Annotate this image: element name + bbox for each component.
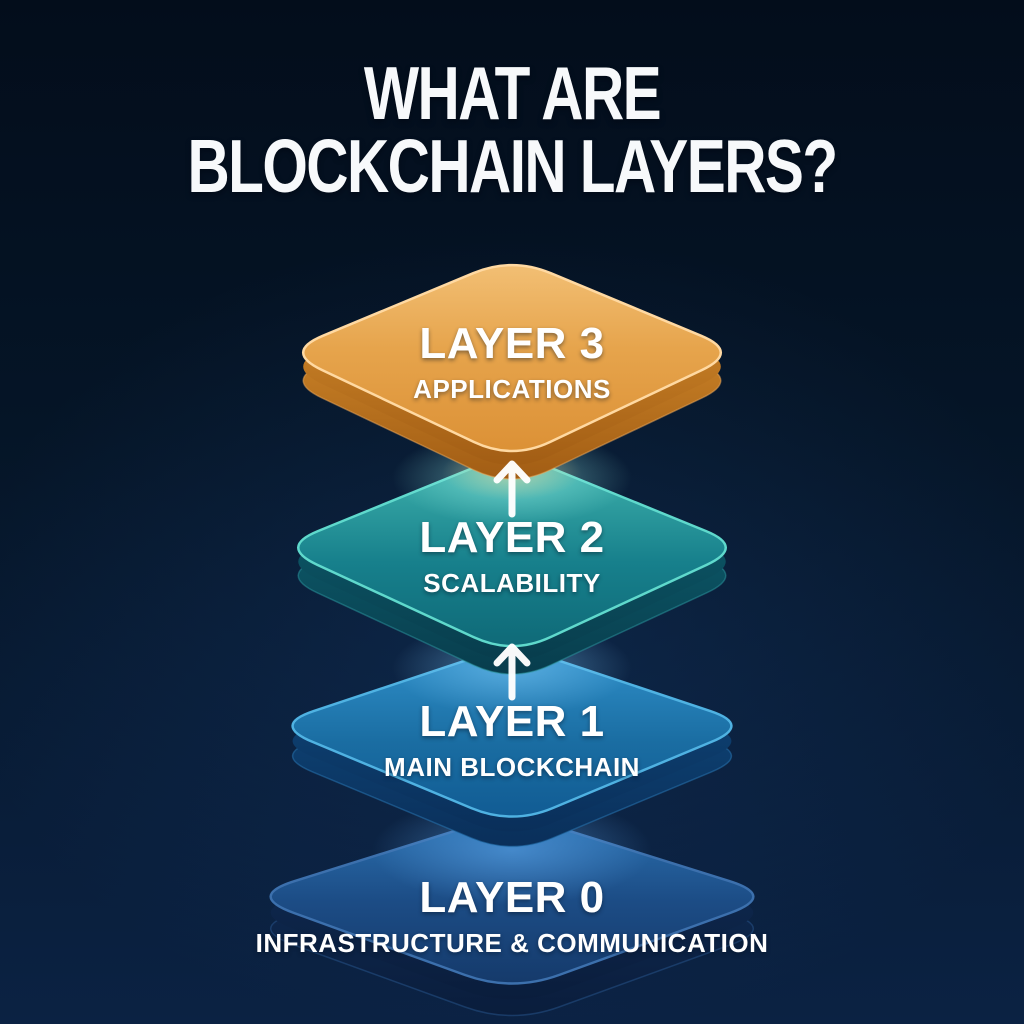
layer-1-platform xyxy=(291,650,733,848)
arrow-up-icon xyxy=(493,643,531,701)
layer-3-platform xyxy=(302,263,722,480)
page-title: WHAT ARE BLOCKCHAIN LAYERS? xyxy=(113,51,912,208)
layer-2-platform xyxy=(297,458,727,675)
title-line-2: BLOCKCHAIN LAYERS? xyxy=(187,124,838,208)
title-line-1: WHAT ARE xyxy=(363,51,662,135)
arrow-up-icon xyxy=(493,460,531,518)
